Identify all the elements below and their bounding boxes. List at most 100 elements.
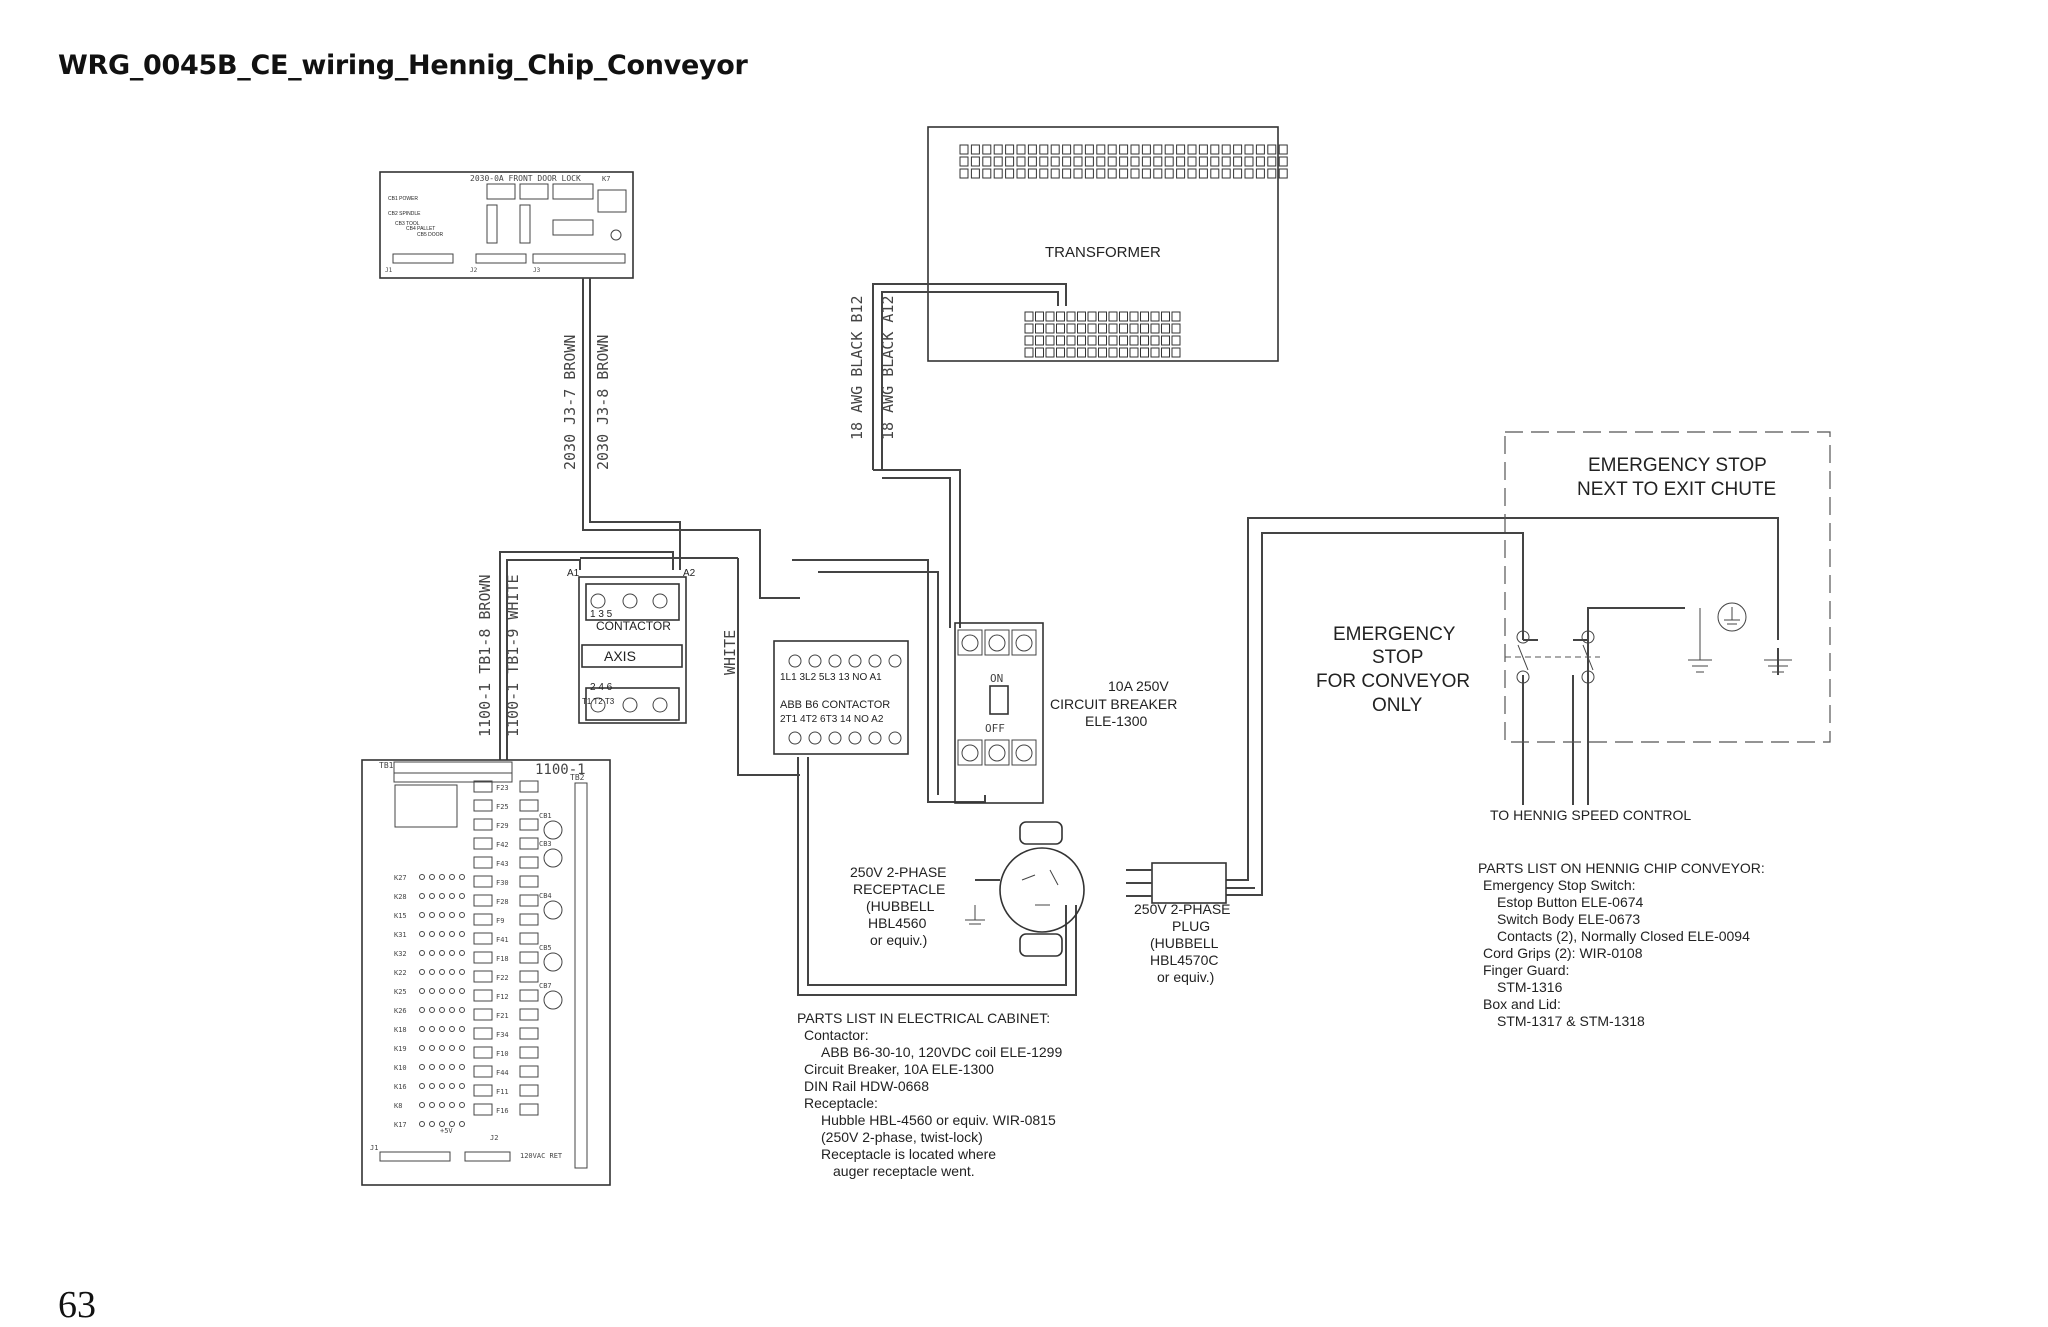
relay-pin	[449, 988, 455, 994]
terminal-cell	[1141, 156, 1151, 167]
relay-label: K19	[394, 1045, 407, 1053]
terminal-screw	[788, 654, 802, 668]
wire-label-tb1-9: 1100-1 TB1-9 WHITE	[504, 574, 522, 737]
terminal-cell	[1171, 323, 1181, 334]
parts-cabinet-line-0: Contactor:	[804, 1027, 869, 1043]
fuse-label: F25	[496, 803, 509, 811]
breaker-terminal	[984, 629, 1010, 656]
terminal-cell	[1073, 144, 1083, 155]
axis-a1-label: A1	[567, 568, 580, 579]
terminal-cell	[1077, 323, 1086, 334]
terminal-cell	[1084, 144, 1094, 155]
cb-off-label: OFF	[985, 722, 1005, 735]
plug-line-0: 250V 2-PHASE	[1134, 901, 1231, 917]
terminal-cell	[993, 156, 1003, 167]
terminal-cell	[1066, 323, 1076, 334]
relay-pin	[419, 1007, 425, 1013]
estop-conveyor-line-0: EMERGENCY	[1333, 624, 1456, 645]
parts-cabinet-line-8: auger receptacle went.	[833, 1163, 975, 1179]
relay-pin	[459, 1064, 465, 1070]
terminal-cell	[959, 156, 969, 167]
terminal-cell	[982, 156, 992, 167]
terminal-cell	[1150, 311, 1160, 322]
fuse-holder	[519, 1084, 539, 1097]
terminal-cell	[1107, 144, 1117, 155]
fuse-holder	[473, 837, 493, 850]
relay-pin	[449, 1121, 455, 1127]
terminal-cell	[1278, 144, 1288, 155]
fuse-label: F22	[496, 974, 509, 982]
fuse-holder	[519, 856, 539, 869]
fuse-holder	[473, 970, 493, 983]
receptacle-line-3: HBL4560	[868, 915, 927, 931]
relay-pin	[459, 1102, 465, 1108]
terminal-cell	[1024, 311, 1034, 322]
parts-cabinet-line-1: ABB B6-30-10, 120VDC coil ELE-1299	[821, 1044, 1062, 1060]
terminal-cell	[1119, 168, 1129, 179]
terminal-cell	[970, 168, 980, 179]
fuse-holder	[519, 913, 539, 926]
fuse-holder	[519, 1027, 539, 1040]
terminal-cell	[1119, 347, 1128, 358]
board-cb-indicator	[543, 820, 563, 840]
board-2030-j3: J3	[533, 267, 541, 274]
abb-bottom-row: 2T1 4T2 6T3 14 NO A2	[780, 714, 884, 725]
fuse-label: F30	[496, 879, 509, 887]
terminal-cell	[1210, 156, 1220, 167]
wire-labels: 2030 J3-7 BROWN 2030 J3-8 BROWN 18 AWG B…	[476, 296, 897, 738]
terminal-cell	[1035, 335, 1044, 346]
terminal-cell	[1161, 347, 1170, 358]
terminal-cell	[1035, 347, 1044, 358]
board-2030-j1: J1	[385, 267, 393, 274]
relay-pin	[429, 1064, 435, 1070]
plug-line-4: or equiv.)	[1157, 969, 1214, 985]
svg-text:CB5 DOOR: CB5 DOOR	[417, 232, 444, 238]
terminal-cell	[1024, 323, 1034, 334]
board-1100-title: 1100-1	[535, 762, 586, 778]
terminal-cell	[1255, 156, 1265, 167]
fuse-label: F44	[496, 1069, 509, 1077]
relay-pin	[419, 969, 425, 975]
fuse-holder	[519, 1046, 539, 1059]
relay-pin	[439, 1045, 445, 1051]
board-1100-tb1: TB1	[379, 761, 394, 770]
relay-pin	[459, 1083, 465, 1089]
terminal-cell	[1098, 347, 1107, 358]
terminal-cell	[1119, 311, 1128, 322]
terminal-cell	[1005, 168, 1015, 179]
relay-pin	[419, 950, 425, 956]
fuse-label: F21	[496, 1012, 509, 1020]
terminal-cell	[1096, 156, 1106, 167]
terminal-cell	[1073, 168, 1083, 179]
terminal-cell	[1176, 144, 1186, 155]
parts-list-electrical-cabinet: PARTS LIST IN ELECTRICAL CABINET: Contac…	[797, 1010, 1062, 1179]
fuse-holder	[519, 894, 539, 907]
plug-line-1: PLUG	[1172, 918, 1210, 934]
svg-text:CB2 SPINDLE: CB2 SPINDLE	[388, 211, 421, 217]
relay-pin	[419, 874, 425, 880]
terminal-cell	[1171, 347, 1181, 358]
abb-contactor-label: ABB B6 CONTACTOR	[780, 699, 890, 711]
svg-text:CB1 POWER: CB1 POWER	[388, 196, 418, 202]
board-1100-j1: J1	[370, 1144, 378, 1152]
fuse-holder	[473, 894, 493, 907]
wire-label-j3-8: 2030 J3-8 BROWN	[594, 335, 612, 470]
terminal-screw	[848, 654, 862, 668]
relay-pin	[449, 1102, 455, 1108]
fuse-holder	[473, 856, 493, 869]
fuse-holder	[473, 1103, 493, 1116]
fuse-label: F12	[496, 993, 509, 1001]
relay-pin	[459, 1026, 465, 1032]
terminal-screw	[888, 731, 902, 745]
relay-pin	[429, 969, 435, 975]
receptacle-line-1: RECEPTACLE	[853, 881, 945, 897]
terminal-cell	[1062, 156, 1072, 167]
relay-pin	[419, 1102, 425, 1108]
terminal-cell	[1140, 311, 1149, 322]
terminal-cell	[1140, 347, 1149, 358]
terminal-cell	[1035, 311, 1044, 322]
terminal-cell	[1108, 311, 1118, 322]
fuse-label: F42	[496, 841, 509, 849]
board-2030: 2030-0A FRONT DOOR LOCK K7 CB1 POWER CB2…	[379, 171, 634, 279]
terminal-cell	[1198, 168, 1208, 179]
